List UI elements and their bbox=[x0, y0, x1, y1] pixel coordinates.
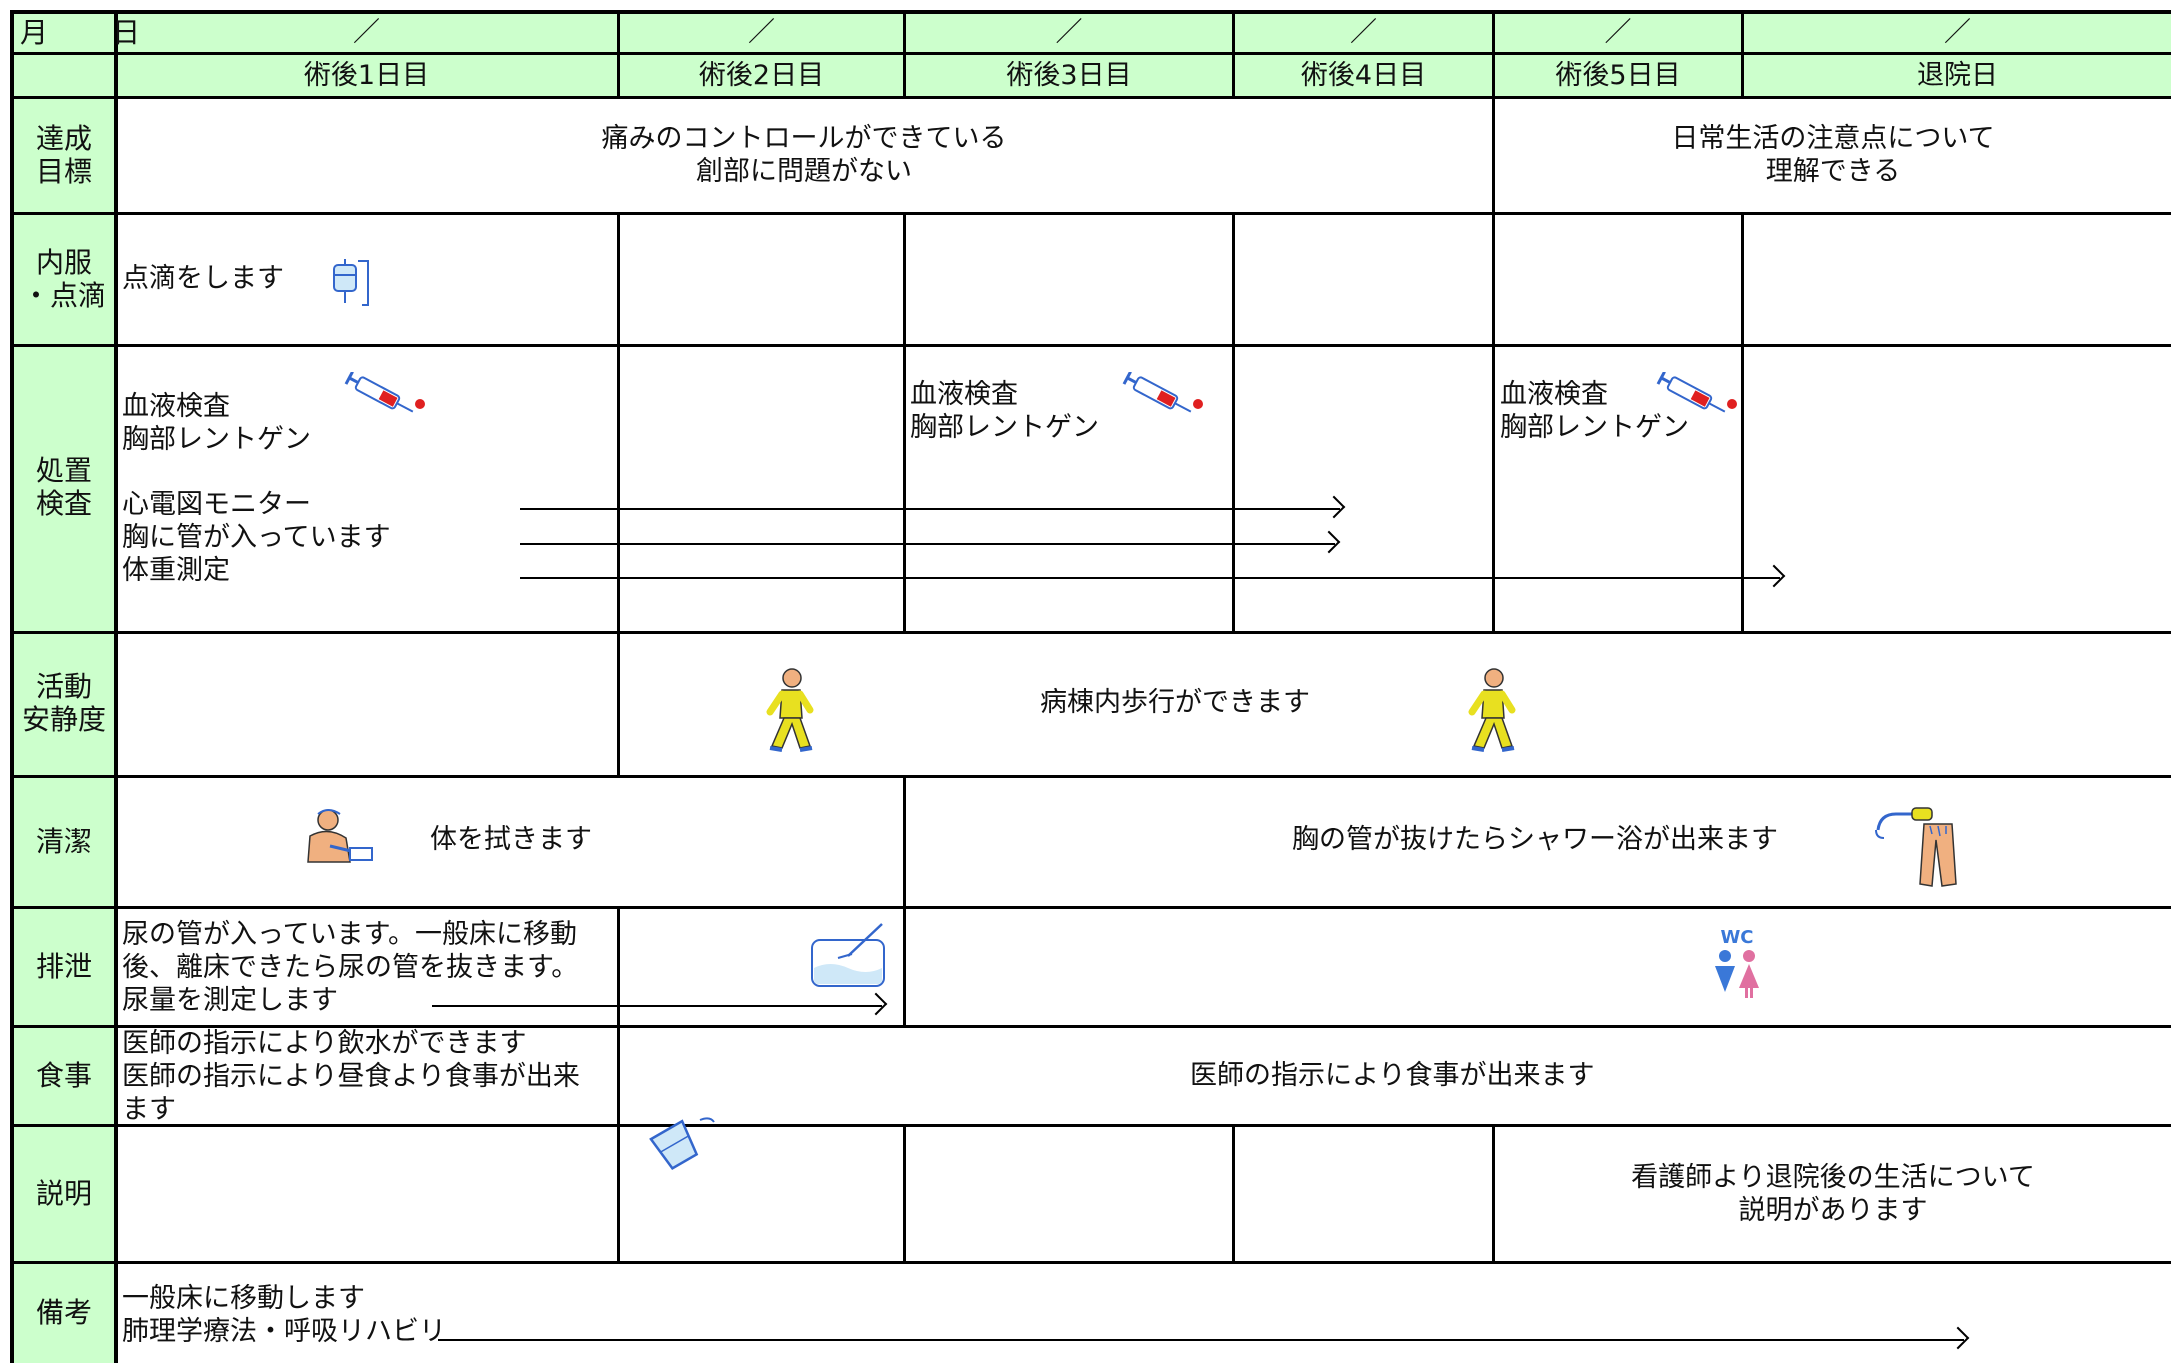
walking-person-icon bbox=[766, 668, 814, 752]
wc-icon: WC bbox=[1712, 928, 1762, 1000]
hygiene-right-text: 胸の管が抜けたらシャワー浴が出来ます bbox=[1292, 824, 1778, 855]
arrow-weight-measure bbox=[520, 577, 1780, 579]
goal-right-text: 日常生活の注意点について理解できる bbox=[1671, 123, 1995, 187]
arrow-chest-tube bbox=[520, 543, 1335, 545]
meds-text: 点滴をします bbox=[122, 263, 284, 294]
day-header-6: 退院日 bbox=[1917, 60, 1998, 91]
date-slash-2: ／ bbox=[748, 17, 775, 48]
wc-label: WC bbox=[1720, 927, 1754, 948]
syringe-icon bbox=[1122, 372, 1203, 413]
date-slash-4: ／ bbox=[1350, 17, 1377, 48]
corner-month-day: 月 日 bbox=[20, 16, 159, 49]
urine-bag-icon bbox=[811, 923, 885, 987]
exam-day5-tests: 血液検査胸部レントゲン bbox=[1500, 379, 1689, 443]
excretion-text: 尿の管が入っています。一般床に移動後、離床できたら尿の管を抜きます。尿量を測定し… bbox=[122, 919, 579, 1016]
day-header-3: 術後3日目 bbox=[1006, 60, 1132, 91]
day-header-1: 術後1日目 bbox=[303, 60, 430, 91]
hygiene-left-text: 体を拭きます bbox=[430, 824, 592, 855]
remarks-text: 一般床に移動します肺理学療法・呼吸リハビリ bbox=[122, 1283, 446, 1347]
date-slash-1: ／ bbox=[353, 17, 380, 48]
exam-day3-tests: 血液検査胸部レントゲン bbox=[910, 379, 1099, 443]
arrow-rehab bbox=[438, 1339, 1964, 1341]
wiping-body-icon bbox=[307, 809, 373, 863]
day-header-2: 術後2日目 bbox=[698, 60, 825, 91]
row-label-exam: 処置検査 bbox=[35, 454, 92, 520]
day-header-5: 術後5日目 bbox=[1555, 60, 1681, 91]
syringe-icon bbox=[1656, 372, 1737, 413]
day-header-4: 術後4日目 bbox=[1300, 60, 1427, 91]
date-slash-5: ／ bbox=[1604, 17, 1632, 48]
walking-person-icon bbox=[1468, 668, 1516, 752]
meal-right-text: 医師の指示により食事が出来ます bbox=[1190, 1060, 1595, 1091]
row-label-meal: 食事 bbox=[35, 1059, 92, 1092]
syringe-icon bbox=[344, 372, 425, 413]
date-slash-6: ／ bbox=[1944, 17, 1971, 48]
corner-cell bbox=[12, 12, 116, 98]
row-label-remarks: 備考 bbox=[35, 1296, 92, 1329]
row-label-hygiene: 清潔 bbox=[35, 825, 92, 858]
activity-text: 病棟内歩行ができます bbox=[1040, 687, 1310, 718]
label-column bbox=[12, 98, 116, 1363]
row-label-activity: 活動安静度 bbox=[21, 670, 106, 736]
row-label-meds: 内服・点滴 bbox=[21, 246, 106, 312]
date-slash-3: ／ bbox=[1055, 17, 1083, 48]
explain-text: 看護師より退院後の生活について説明があります bbox=[1631, 1162, 2035, 1226]
arrow-ecg-monitor bbox=[520, 508, 1340, 510]
drinking-cup-icon bbox=[649, 1117, 715, 1170]
row-label-goal: 達成目標 bbox=[35, 122, 92, 188]
row-label-excretion: 排泄 bbox=[35, 950, 92, 983]
goal-left-text: 痛みのコントロールができている創部に問題がない bbox=[601, 123, 1007, 187]
exam-day1-tests: 血液検査胸部レントゲン bbox=[122, 391, 311, 455]
day-header-row bbox=[116, 12, 2171, 98]
arrow-urine-measure bbox=[432, 1005, 882, 1007]
iv-drip-icon bbox=[333, 259, 369, 306]
exam-day1-monitor: 心電図モニター胸に管が入っています体重測定 bbox=[122, 489, 391, 586]
shower-icon bbox=[1875, 807, 1957, 887]
meal-left-text: 医師の指示により飲水ができます医師の指示により昼食より食事が出来ます bbox=[122, 1028, 580, 1125]
row-label-explain: 説明 bbox=[35, 1177, 92, 1210]
